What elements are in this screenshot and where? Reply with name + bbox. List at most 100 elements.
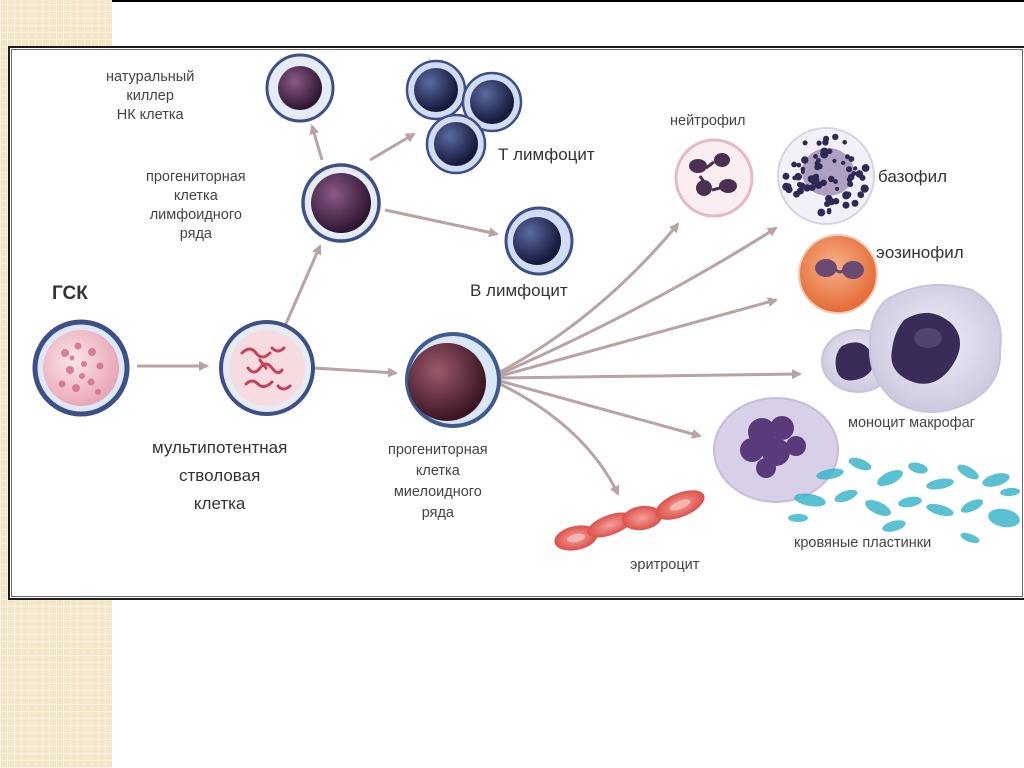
basophil-granule [841, 160, 846, 165]
basophil-granule [796, 162, 802, 168]
arrow-myeloid-to-neutrophil [499, 222, 680, 374]
basophil-granule [817, 208, 826, 217]
label-platelets: кровяные пластинки [794, 535, 932, 551]
platelet [865, 499, 891, 517]
platelet [908, 462, 928, 474]
top-rule [112, 0, 1024, 2]
eosinophil-cell [798, 234, 878, 314]
label-line: натуральный [106, 69, 195, 85]
basophil-granule [796, 187, 804, 195]
diagram-frame: натуральный киллер НК клетка прогениторн… [8, 46, 1024, 600]
platelet [848, 457, 872, 471]
arrow-myeloid-to-platelets [499, 379, 702, 439]
label-line: миелоидного [393, 484, 482, 500]
basophil-granule [826, 209, 832, 215]
platelet [960, 532, 980, 544]
platelet [926, 478, 954, 490]
label-lymphoid-progenitor: прогениторная клетка лимфоидного ряда [146, 168, 246, 244]
platelet [788, 514, 808, 522]
basophil-granule [825, 195, 833, 203]
myeloid-progenitor-cell [405, 332, 501, 428]
label-line: мультипотентная [152, 438, 288, 457]
platelet [1000, 487, 1020, 497]
basophil-granule [828, 175, 835, 183]
label-line: ряда [421, 505, 454, 521]
label-nk-cell: натуральный киллер НК клетка [106, 68, 194, 125]
platelet [882, 520, 906, 532]
platelet [898, 496, 922, 508]
basophil-granule [833, 179, 838, 184]
basophil-granule [808, 184, 816, 192]
basophil-granule [847, 181, 854, 188]
basophil-granule [813, 154, 818, 159]
basophil-granule [853, 166, 858, 171]
label-line: лимфоидного [149, 207, 242, 223]
arrow-myeloid-to-monocyte [499, 369, 802, 380]
label-line: стволовая [179, 466, 261, 485]
basophil-granule [848, 156, 855, 162]
label-line: клетка [173, 188, 218, 204]
basophil-granule [798, 182, 806, 189]
hematopoiesis-diagram [32, 53, 1020, 551]
label-t-lymphocyte: Т лимфоцит [498, 145, 595, 164]
label-neutrophil: нейтрофил [670, 113, 746, 129]
platelet [794, 493, 826, 507]
basophil-granule [832, 133, 839, 141]
arrow-myeloid-to-eosinophil [499, 297, 778, 378]
arrow-lymphoid-to-nk [309, 124, 324, 161]
arrow-lymphoid-to-t [369, 132, 416, 162]
basophil-granule [861, 164, 870, 172]
megakaryocyte-cell [713, 397, 839, 503]
basophil-granule [814, 164, 821, 171]
macrophage-cell [868, 283, 1002, 413]
platelets [788, 457, 1020, 544]
basophil-granule [823, 135, 830, 142]
basophil-granule [816, 158, 821, 163]
erythrocytes [554, 490, 705, 551]
label-line: киллер [126, 88, 174, 104]
basophil-granule [785, 186, 793, 194]
platelet [982, 473, 1010, 487]
platelet [960, 499, 984, 513]
arrow-myeloid-to-erythrocyte [499, 382, 620, 496]
arrow-multipotent-to-myeloid [312, 366, 398, 378]
arrow-myeloid-to-basophil [499, 226, 778, 376]
basophil-granule [802, 140, 808, 146]
basophil-granule [847, 173, 855, 181]
basophil-granule [851, 199, 859, 207]
basophil-granule [826, 148, 833, 155]
hsc-cell [32, 319, 130, 417]
label-line: НК клетка [116, 107, 184, 123]
arrow-multipotent-to-lymphoid [283, 244, 322, 327]
label-line: ряда [179, 226, 212, 242]
label-multipotent-stem-cell: мультипотентная стволовая клетка [152, 434, 287, 518]
platelet [834, 489, 858, 503]
basophil-granule [820, 179, 827, 187]
basophil-granule [842, 201, 850, 209]
arrows [137, 124, 802, 496]
basophil-granule [860, 184, 869, 193]
basophil-granule [816, 140, 822, 146]
b-lymphocyte [504, 206, 574, 276]
platelet [877, 469, 903, 487]
basophil-granule [800, 166, 806, 172]
label-eosinophil: эозинофил [876, 243, 964, 262]
label-b-lymphocyte: В лимфоцит [470, 281, 568, 300]
label-line: клетка [193, 494, 246, 513]
label-erythrocyte: эритроцит [630, 557, 700, 573]
basophil-granule [811, 176, 820, 185]
label-monocyte-macrophage: моноцит макрофаг [848, 415, 975, 431]
label-myeloid-progenitor: прогениторная клетка миелоидного ряда [388, 440, 488, 524]
basophil-granule [832, 158, 837, 163]
t-lymphocyte-cluster [405, 59, 523, 175]
lymphoid-progenitor-cell [301, 163, 381, 243]
basophil-granule [782, 172, 790, 180]
arrow-lymphoid-to-b [384, 208, 499, 238]
basophil-granule [835, 186, 840, 191]
basophil-granule [820, 147, 829, 156]
label-line: прогениторная [388, 442, 488, 458]
platelet [816, 468, 844, 480]
basophil-granule [857, 171, 863, 177]
label-basophil: базофил [878, 167, 948, 186]
multipotent-stem-cell [219, 320, 315, 416]
